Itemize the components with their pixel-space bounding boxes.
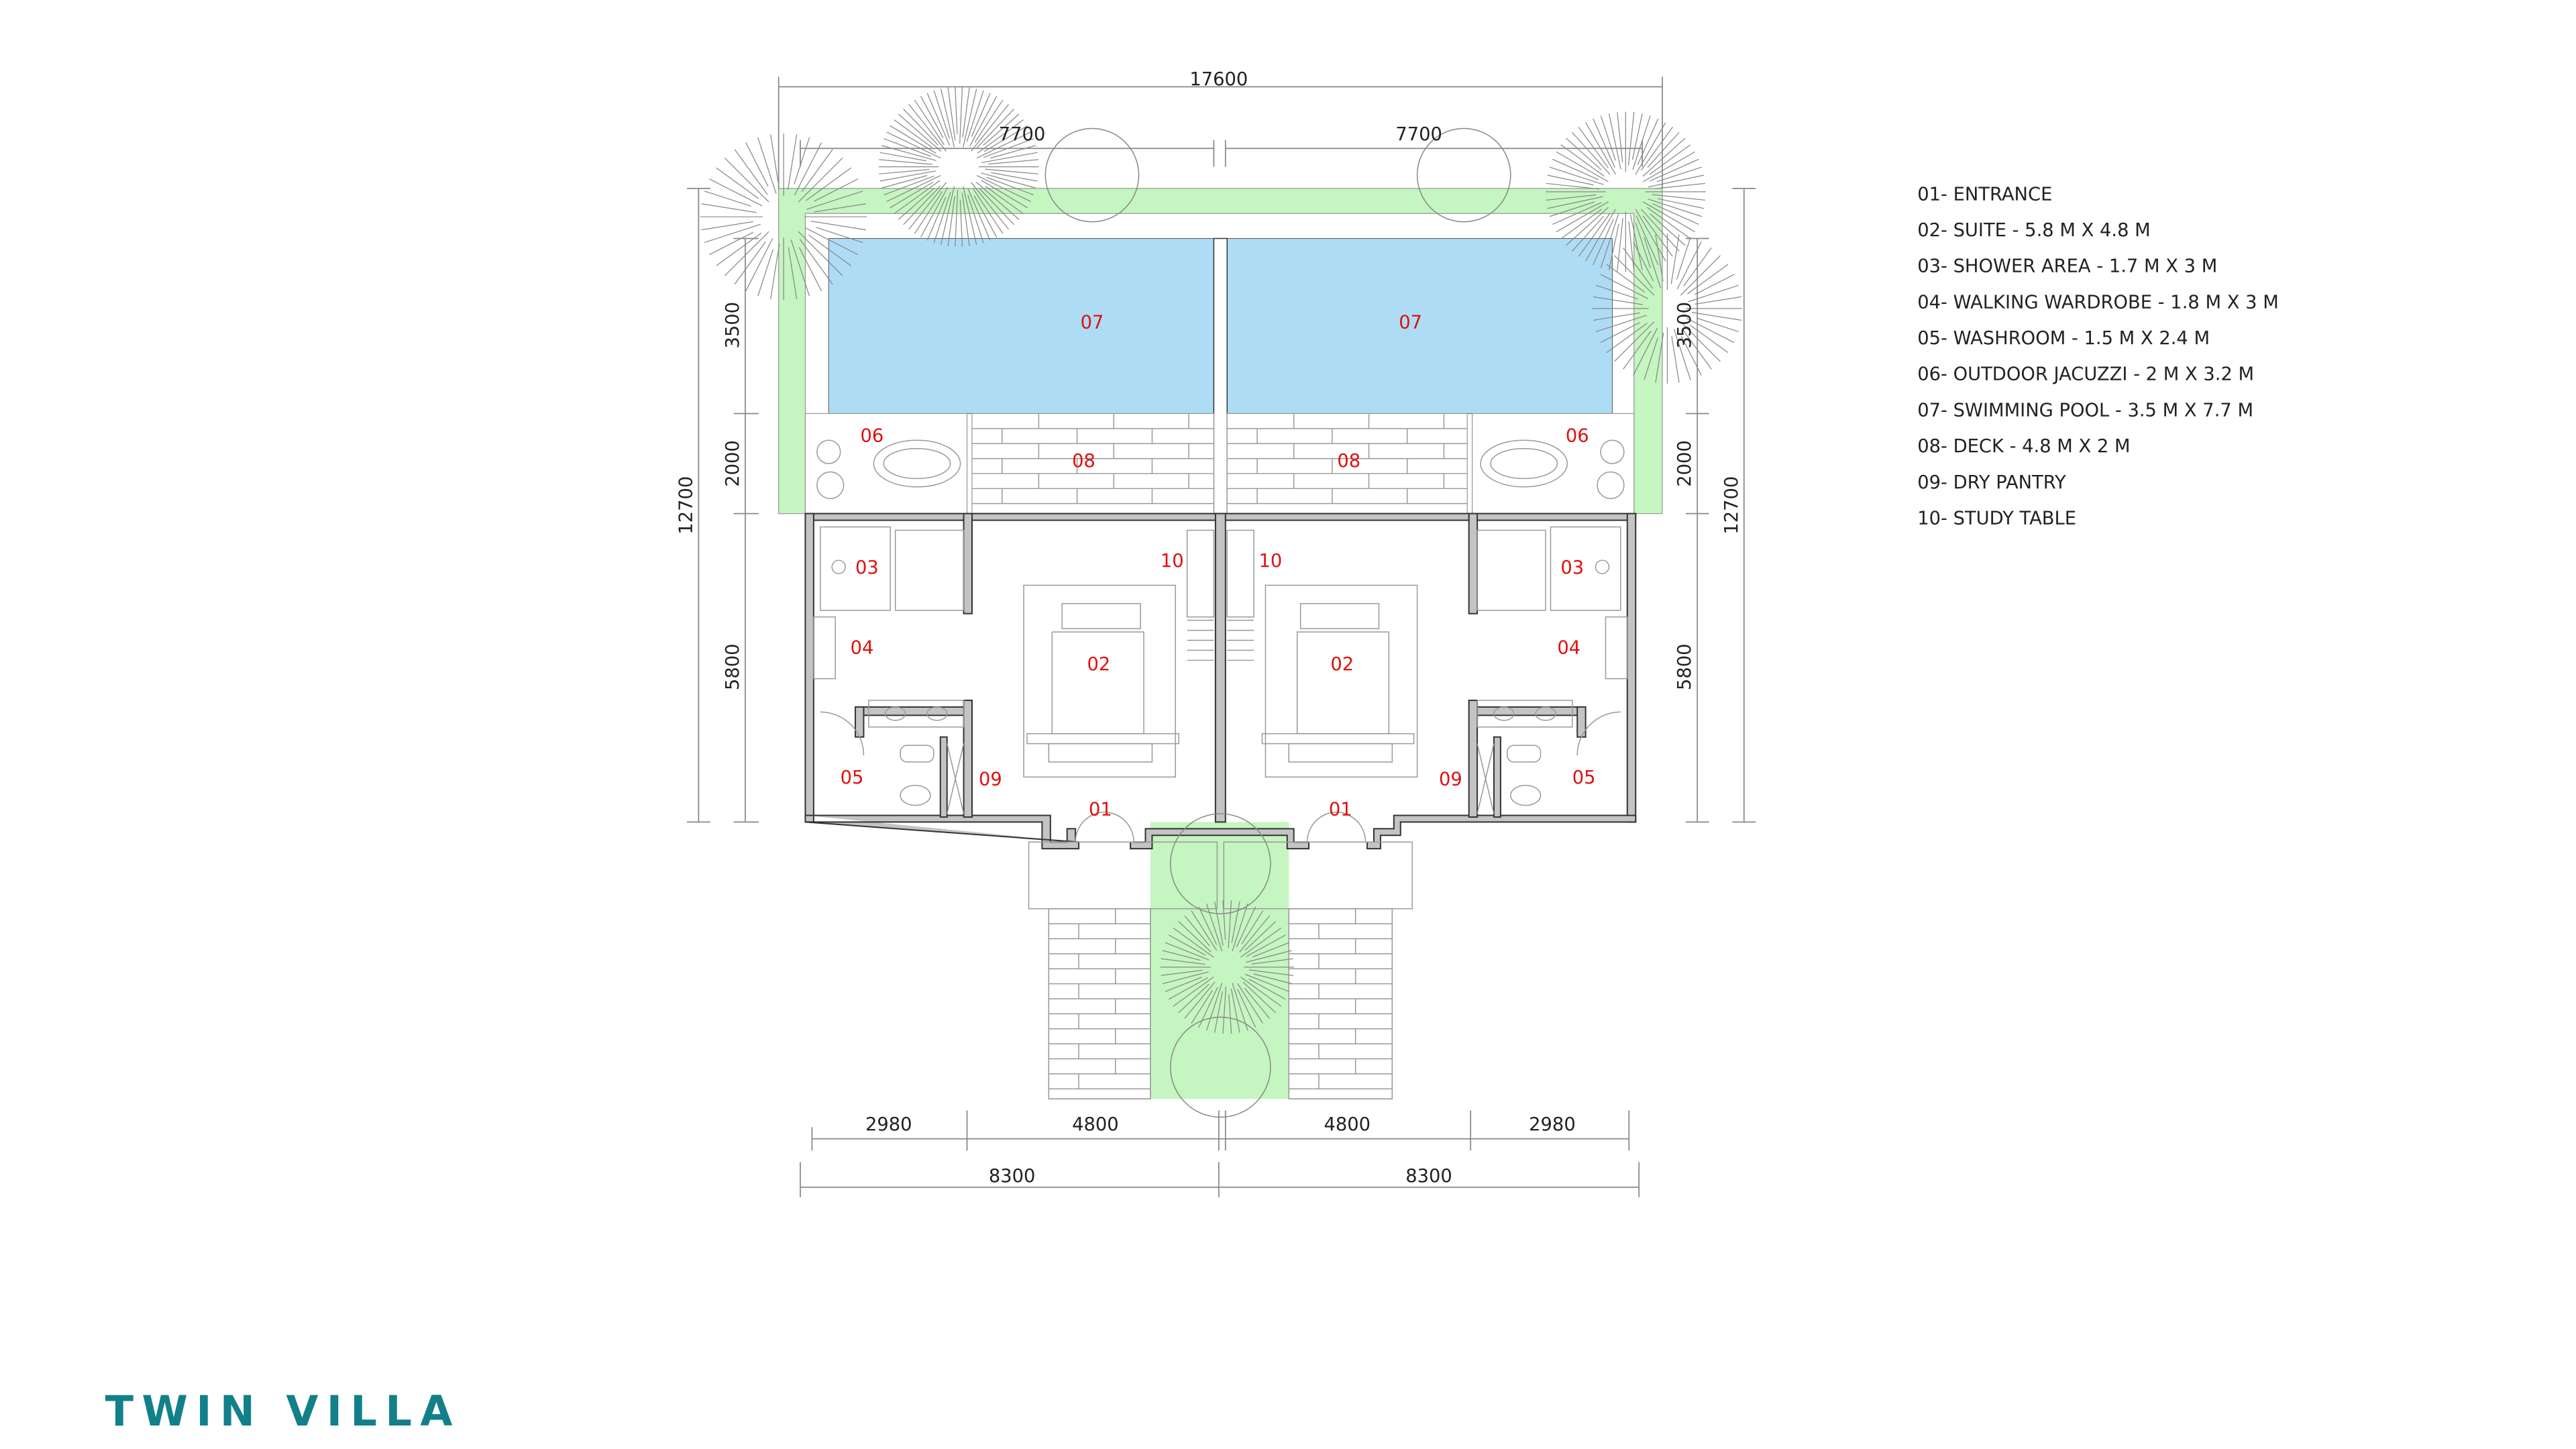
room-label-jacuzzi: 06	[1566, 426, 1589, 447]
shrub-icon	[1170, 1016, 1271, 1118]
palm-tree-icon	[1546, 111, 1706, 272]
shrub-icon	[1416, 127, 1511, 223]
room-label-pool: 07	[1399, 313, 1422, 333]
room-label-study: 10	[1259, 551, 1283, 572]
room-label-washroom: 05	[841, 767, 864, 788]
tree-icon	[700, 133, 867, 301]
pool-left	[828, 237, 1214, 414]
dim-overall-depth-right: 12700	[1721, 476, 1742, 535]
legend-item: 07- SWIMMING POOL - 3.5 M X 7.7 M	[1917, 400, 2253, 421]
room-label-deck: 08	[1337, 451, 1360, 472]
shrub-icon	[1044, 127, 1140, 223]
dim-bottom: 2980	[865, 1114, 912, 1135]
party-wall-outdoor	[1213, 237, 1228, 515]
legend-item: 05- WASHROOM - 1.5 M X 2.4 M	[1917, 328, 2210, 349]
entrance-decks	[1048, 908, 1393, 1099]
room-label-wardrobe: 04	[1557, 637, 1580, 658]
dim-pool-width-right: 7700	[1395, 124, 1442, 145]
pool-right	[1226, 237, 1613, 414]
dim-deck-depth-right: 2000	[1674, 440, 1695, 487]
dim-bottom: 2980	[1529, 1114, 1576, 1135]
legend-item: 09- DRY PANTRY	[1917, 472, 2066, 493]
dim-suite-depth-left: 5800	[722, 643, 743, 690]
tree-icon	[1160, 900, 1294, 1034]
dimension-lines	[686, 76, 1756, 1197]
dim-bottom-total: 8300	[989, 1166, 1036, 1187]
room-label-pantry: 09	[1439, 769, 1462, 790]
dim-pool-depth-left: 3500	[722, 302, 743, 349]
palm-tree-icon	[878, 87, 1039, 247]
dim-bottom-total: 8300	[1405, 1166, 1452, 1187]
room-label-shower: 03	[1560, 557, 1584, 578]
legend-item: 08- DECK - 4.8 M X 2 M	[1917, 436, 2130, 457]
furniture-left	[813, 526, 1218, 910]
legend-item: 01- ENTRANCE	[1917, 184, 2052, 205]
room-label-study: 10	[1161, 551, 1184, 572]
room-label-jacuzzi: 06	[860, 426, 883, 447]
jacuzzi-right	[1472, 413, 1635, 515]
jacuzzi-left	[804, 413, 968, 515]
dimension-labels: 17600 7700 7700 3500 2000 5800 12700 350…	[676, 69, 1741, 1187]
tree-icon	[1592, 233, 1743, 384]
dim-overall-width: 17600	[1189, 69, 1248, 90]
room-label-pool: 07	[1081, 313, 1104, 333]
dim-deck-depth-left: 2000	[722, 440, 743, 487]
room-label-entrance: 01	[1089, 799, 1112, 820]
legend-item: 06- OUTDOOR JACUZZI - 2 M X 3.2 M	[1917, 364, 2254, 385]
dim-pool-depth-right: 3500	[1674, 302, 1695, 349]
legend-item: 04- WALKING WARDROBE - 1.8 M X 3 M	[1917, 292, 2279, 313]
deck-area	[1226, 413, 1468, 515]
legend: 01- ENTRANCE 02- SUITE - 5.8 M X 4.8 M 03-…	[1917, 184, 2279, 529]
room-label-shower: 03	[855, 557, 879, 578]
room-label-washroom: 05	[1572, 767, 1596, 788]
room-label-suite: 02	[1330, 654, 1354, 675]
shrub-icon	[1170, 813, 1271, 914]
room-label-deck: 08	[1072, 451, 1095, 472]
room-label-suite: 02	[1087, 654, 1111, 675]
dim-suite-depth-right: 5800	[1674, 643, 1695, 690]
legend-item: 10- STUDY TABLE	[1917, 508, 2076, 529]
room-label-entrance: 01	[1329, 799, 1352, 820]
tree-icons	[700, 87, 1743, 1118]
building-walls	[804, 513, 1637, 850]
page-title: TWIN VILLA	[105, 1387, 461, 1436]
room-labels: 07 07 06 06 08 08 10 10 03 03 04 04 02 0…	[841, 313, 1596, 820]
dim-pool-width-left: 7700	[999, 124, 1046, 145]
legend-item: 03- SHOWER AREA - 1.7 M X 3 M	[1917, 256, 2217, 277]
dim-bottom: 4800	[1072, 1114, 1119, 1135]
room-label-pantry: 09	[979, 769, 1002, 790]
legend-item: 02- SUITE - 5.8 M X 4.8 M	[1917, 220, 2150, 241]
dim-bottom: 4800	[1324, 1114, 1371, 1135]
deck-area	[1288, 908, 1393, 1099]
room-label-wardrobe: 04	[851, 637, 874, 658]
deck-area	[1048, 908, 1151, 1099]
dim-overall-depth-left: 12700	[676, 476, 696, 535]
